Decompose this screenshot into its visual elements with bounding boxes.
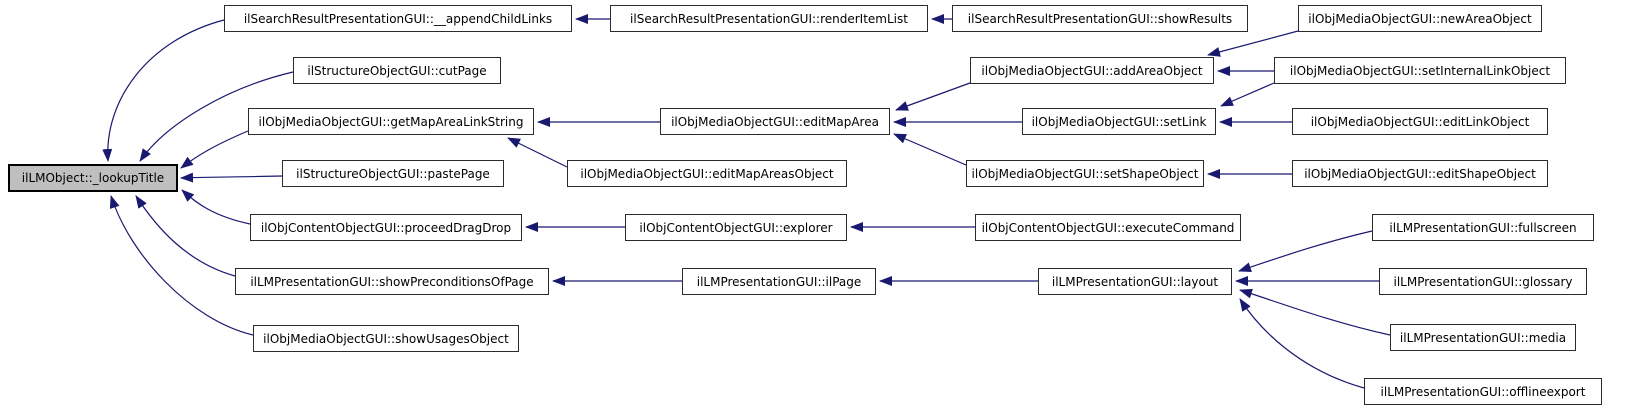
node-setlink[interactable]: ilObjMediaObjectGUI::setLink: [1022, 108, 1216, 135]
node-ilpage[interactable]: ilLMPresentationGUI::ilPage: [682, 268, 876, 295]
node-setshapeobject[interactable]: ilObjMediaObjectGUI::setShapeObject: [966, 160, 1204, 187]
node-cutpage[interactable]: ilStructureObjectGUI::cutPage: [293, 57, 501, 84]
edge-setshapeobject-editmaparea: [893, 133, 967, 166]
node-pastepage[interactable]: ilStructureObjectGUI::pastePage: [282, 160, 504, 187]
node-setinternallinkobject[interactable]: ilObjMediaObjectGUI::setInternalLinkObje…: [1274, 57, 1566, 84]
node-lookuptitle: ilLMObject::_lookupTitle: [8, 164, 178, 192]
node-editlinkobject[interactable]: ilObjMediaObjectGUI::editLinkObject: [1292, 108, 1548, 135]
node-showusagesobject[interactable]: ilObjMediaObjectGUI::showUsagesObject: [253, 325, 519, 352]
edge-pastepage-lookuptitle: [180, 172, 283, 183]
node-showresults[interactable]: ilSearchResultPresentationGUI::showResul…: [952, 5, 1248, 32]
node-addareaobject[interactable]: ilObjMediaObjectGUI::addAreaObject: [970, 57, 1214, 84]
node-proceeddragdrop[interactable]: ilObjContentObjectGUI::proceedDragDrop: [250, 214, 522, 241]
node-newareaobject[interactable]: ilObjMediaObjectGUI::newAreaObject: [1298, 5, 1542, 32]
node-media[interactable]: ilLMPresentationGUI::media: [1390, 324, 1576, 351]
node-layout[interactable]: ilLMPresentationGUI::layout: [1038, 268, 1232, 295]
node-glossary[interactable]: ilLMPresentationGUI::glossary: [1379, 268, 1587, 295]
edge-getmaparealinkstring-lookuptitle: [180, 130, 249, 169]
node-showpreconditionsofpage[interactable]: ilLMPresentationGUI::showPreconditionsOf…: [235, 268, 549, 295]
edge-proceeddragdrop-lookuptitle: [181, 189, 251, 225]
edge-cutpage-lookuptitle: [139, 71, 294, 162]
node-explorer[interactable]: ilObjContentObjectGUI::explorer: [625, 214, 847, 241]
node-fullscreen[interactable]: ilLMPresentationGUI::fullscreen: [1372, 214, 1594, 241]
edge-newareaobject-addareaobject: [1207, 30, 1299, 57]
edge-fullscreen-layout: [1238, 230, 1373, 272]
node-editmaparea[interactable]: ilObjMediaObjectGUI::editMapArea: [660, 108, 890, 135]
edge-appendchildlinks-lookuptitle: [102, 19, 225, 162]
node-appendchildlinks[interactable]: ilSearchResultPresentationGUI::__appendC…: [224, 5, 572, 32]
node-editmapareasobject[interactable]: ilObjMediaObjectGUI::editMapAreasObject: [567, 160, 847, 187]
node-editshapeobject[interactable]: ilObjMediaObjectGUI::editShapeObject: [1292, 160, 1548, 187]
node-renderitemlist[interactable]: ilSearchResultPresentationGUI::renderIte…: [610, 5, 928, 32]
edge-addareaobject-editmaparea: [895, 82, 971, 111]
edge-setinternallinkobject-setlink: [1220, 82, 1275, 107]
edge-showusagesobject-lookuptitle: [109, 195, 254, 336]
node-offlineexport[interactable]: ilLMPresentationGUI::offlineexport: [1364, 378, 1602, 405]
node-getmaparealinkstring[interactable]: ilObjMediaObjectGUI::getMapAreaLinkStrin…: [248, 108, 534, 135]
edge-media-layout: [1239, 288, 1391, 336]
node-executecommand[interactable]: ilObjContentObjectGUI::executeCommand: [975, 214, 1241, 241]
edge-offlineexport-layout: [1239, 298, 1365, 389]
edge-editmapareasobject-getmaparealinkstring: [507, 137, 568, 168]
edge-showpreconditionsofpage-lookuptitle: [135, 195, 236, 277]
